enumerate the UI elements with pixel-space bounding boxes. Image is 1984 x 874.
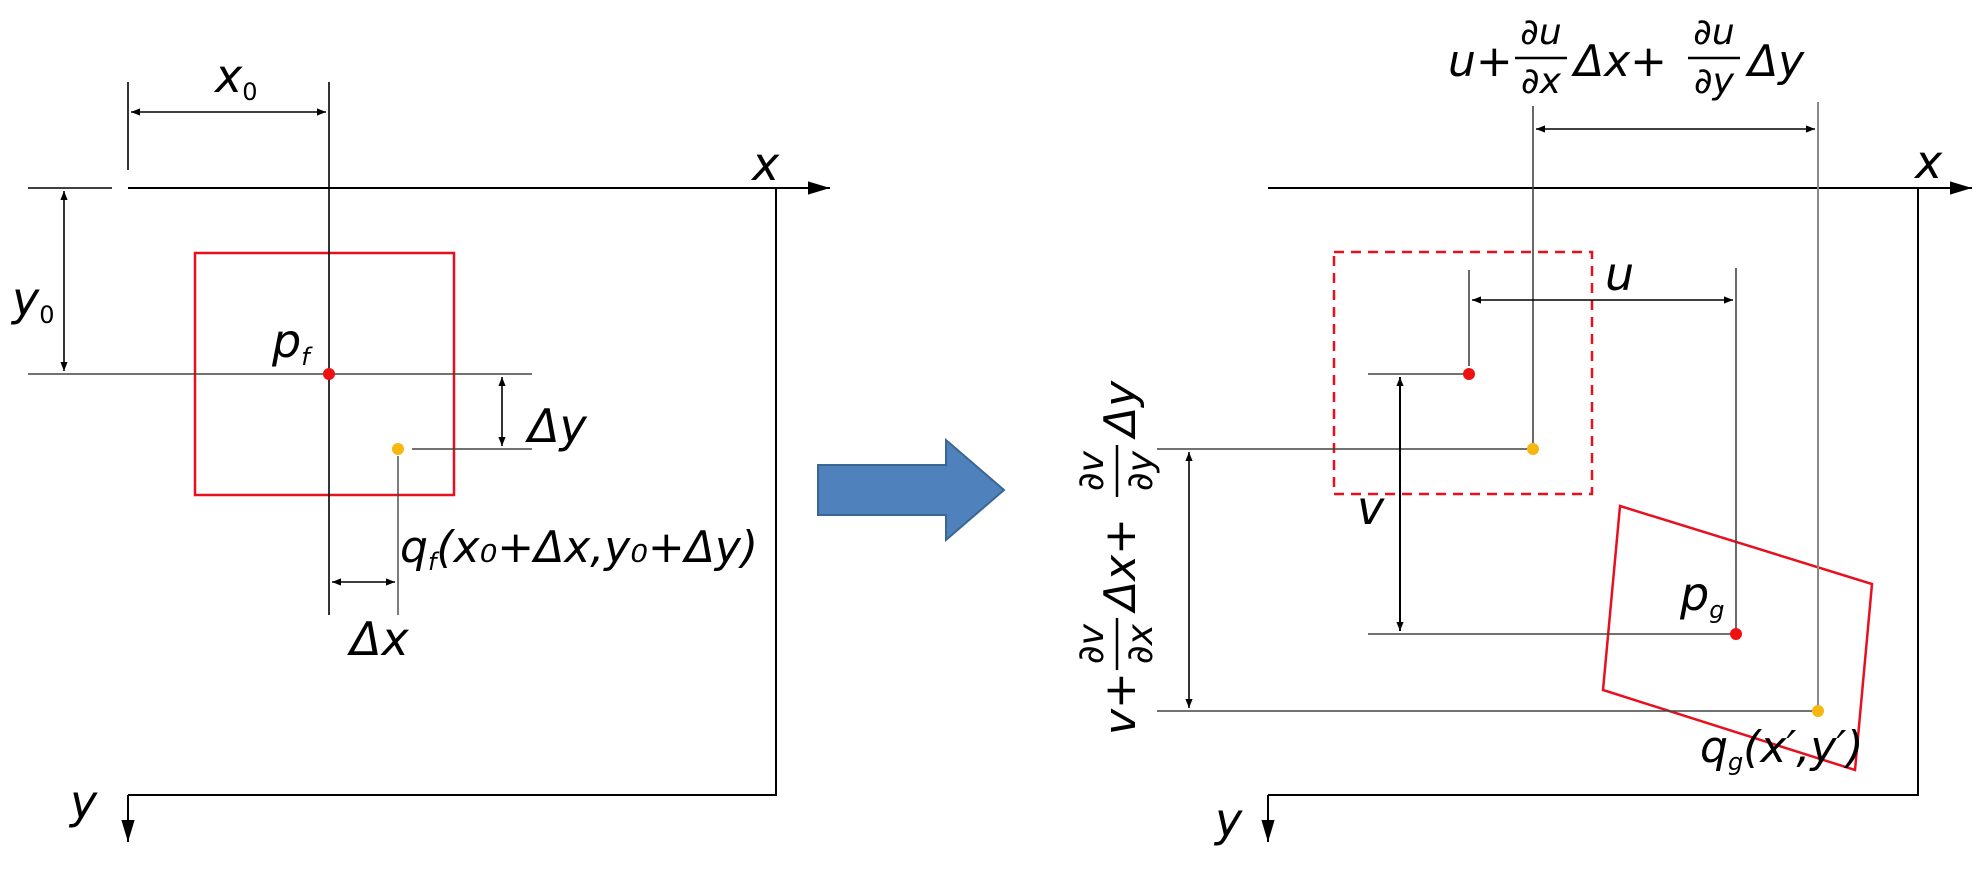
left-y-axis-label: y bbox=[68, 775, 98, 829]
svg-text:∂x: ∂x bbox=[1521, 61, 1562, 102]
svg-text:v+: v+ bbox=[1095, 672, 1146, 735]
x0-label: x0 bbox=[213, 49, 258, 106]
right-image-frame bbox=[1268, 187, 1919, 796]
u-label: u bbox=[1605, 247, 1634, 301]
transformation-arrow bbox=[817, 437, 1006, 543]
pg-label: pg bbox=[1679, 567, 1724, 624]
svg-text:Δx+: Δx+ bbox=[1571, 36, 1667, 87]
qf-label: qf(x₀+Δx,y₀+Δy) bbox=[400, 522, 758, 576]
dx-label: Δx bbox=[347, 612, 409, 666]
right-reference-subset-dashed bbox=[1332, 250, 1594, 496]
svg-text:Δy: Δy bbox=[1745, 36, 1805, 87]
dy-label: Δy bbox=[525, 399, 587, 453]
pf-label: pf bbox=[271, 314, 313, 371]
svg-text:Δx+: Δx+ bbox=[1095, 518, 1146, 614]
p-point bbox=[1463, 368, 1475, 380]
left-x-axis-label: x bbox=[750, 137, 780, 191]
q-point bbox=[1527, 443, 1539, 455]
u-total-displacement-label: u+ ∂u ∂x Δx+ ∂u ∂y Δy bbox=[1448, 12, 1805, 102]
right-x-axis-label: x bbox=[1913, 135, 1943, 189]
qg-label: qg(x′,y′) bbox=[1700, 722, 1864, 776]
left-image-frame bbox=[128, 187, 777, 796]
svg-text:u+: u+ bbox=[1448, 36, 1513, 87]
y0-label: y0 bbox=[10, 272, 55, 329]
svg-text:∂y: ∂y bbox=[1694, 61, 1735, 102]
right-y-axis-label: y bbox=[1213, 793, 1243, 847]
svg-text:∂u: ∂u bbox=[1520, 12, 1561, 53]
v-total-displacement-label: v+ ∂v ∂x Δx+ ∂v ∂y Δy bbox=[1071, 380, 1161, 735]
svg-text:∂v: ∂v bbox=[1071, 623, 1112, 664]
right-deformed-subset bbox=[1601, 504, 1874, 772]
svg-text:Δy: Δy bbox=[1095, 380, 1146, 440]
qf-point bbox=[392, 443, 404, 455]
v-label: v bbox=[1357, 481, 1385, 535]
pg-point bbox=[1730, 628, 1742, 640]
svg-text:∂v: ∂v bbox=[1071, 450, 1112, 491]
svg-text:∂x: ∂x bbox=[1120, 623, 1161, 664]
right-panel: x y u v pg qg(x′,y′) bbox=[1071, 12, 1972, 847]
pf-point bbox=[323, 368, 335, 380]
qg-point bbox=[1812, 705, 1824, 717]
svg-text:∂u: ∂u bbox=[1693, 12, 1734, 53]
left-panel: x y x0 y0 pf Δy Δx qf(x₀+Δx,y₀+Δy) bbox=[10, 49, 830, 842]
svg-text:∂y: ∂y bbox=[1120, 450, 1161, 491]
